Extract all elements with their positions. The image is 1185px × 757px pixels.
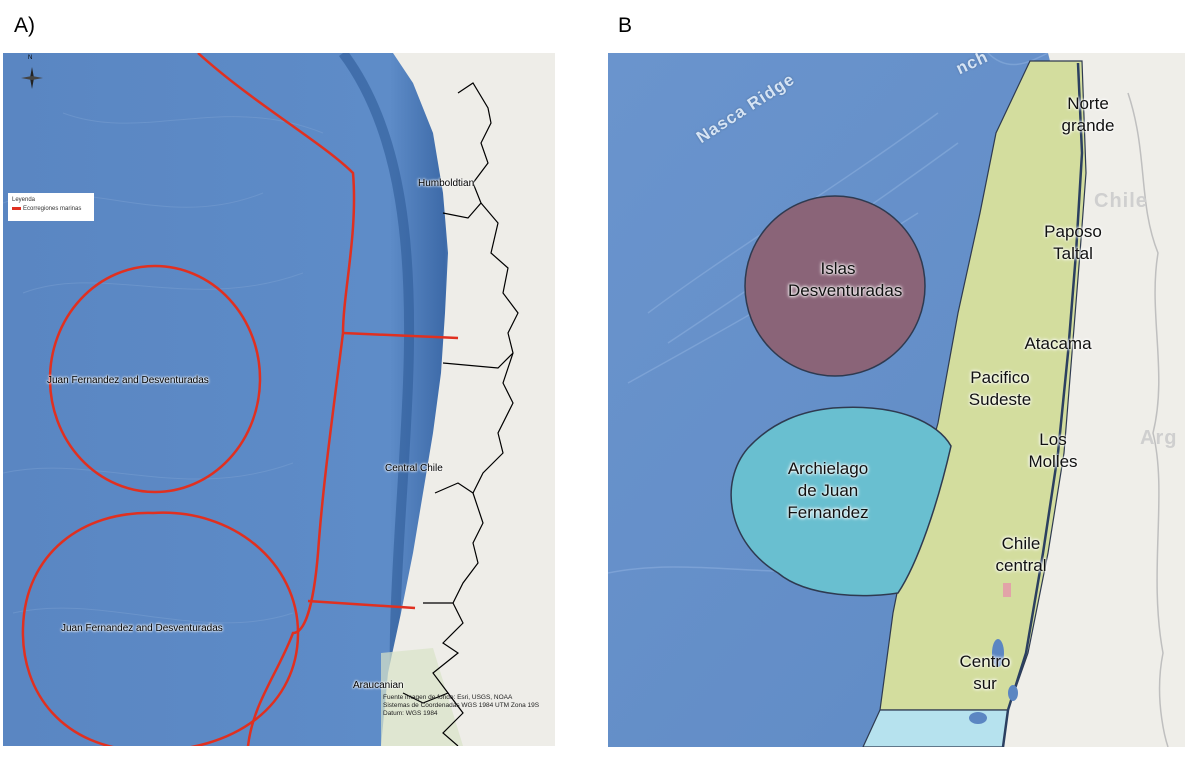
label-chile-central: Chile central bbox=[995, 534, 1047, 575]
region-southern-zone[interactable] bbox=[862, 709, 1009, 747]
map-b-canvas bbox=[608, 53, 1185, 747]
label-humboldtian: Humboldtian bbox=[418, 178, 475, 189]
compass-icon bbox=[17, 63, 47, 93]
label-norte-grande: Norte grande bbox=[1061, 94, 1115, 135]
lakes-b bbox=[969, 639, 1018, 724]
label-paposo-taltal: Paposo Taltal bbox=[1044, 222, 1102, 263]
panel-label-a: A) bbox=[14, 14, 35, 37]
label-jf-lower: Juan Fernandez and Desventuradas bbox=[61, 623, 223, 634]
label-araucanian: Araucanian bbox=[353, 680, 404, 691]
legend-title: Leyenda bbox=[12, 197, 36, 203]
country-border-b bbox=[1127, 92, 1169, 747]
label-los-molles: Los Molles bbox=[1028, 430, 1078, 471]
region-islas-desventuradas[interactable] bbox=[744, 195, 926, 377]
label-centro-sur: Centro sur bbox=[959, 652, 1011, 693]
map-b[interactable]: Nasca Ridge nch Chile Arg Islas Desventu… bbox=[608, 53, 1185, 747]
region-archipelago[interactable] bbox=[730, 406, 952, 597]
legend-a: Leyenda Ecorregiones marinas bbox=[8, 193, 94, 221]
north-letter: N bbox=[28, 55, 33, 61]
map-credits-a: Fuente imagen de fondo: Esri, USGS, NOAA… bbox=[383, 694, 540, 717]
label-jf-upper: Juan Fernandez and Desventuradas bbox=[47, 375, 209, 386]
legend-swatch bbox=[12, 206, 21, 210]
label-central-chile: Central Chile bbox=[385, 463, 443, 474]
label-argentina-fragment: Arg bbox=[1140, 427, 1178, 449]
label-islas-desventuradas: Islas Desventuradas bbox=[788, 259, 903, 300]
map-a-canvas bbox=[3, 53, 555, 746]
label-atacama: Atacama bbox=[1024, 334, 1092, 353]
ecoregion-boundaries-a[interactable] bbox=[21, 53, 459, 746]
label-chile-country: Chile bbox=[1094, 190, 1148, 212]
label-pacifico-sudeste: Pacifico Sudeste bbox=[968, 368, 1032, 409]
map-a[interactable]: N Leyenda Ecorregiones marinas Humboldti… bbox=[3, 53, 555, 746]
label-archipelago: Archielago de Juan Fernandez bbox=[787, 459, 869, 522]
legend-item: Ecorregiones marinas bbox=[23, 206, 82, 212]
land-a bbox=[381, 53, 555, 746]
panel-label-b: B bbox=[618, 14, 633, 37]
admin-borders-a bbox=[402, 82, 519, 746]
trench-a bbox=[338, 53, 415, 746]
